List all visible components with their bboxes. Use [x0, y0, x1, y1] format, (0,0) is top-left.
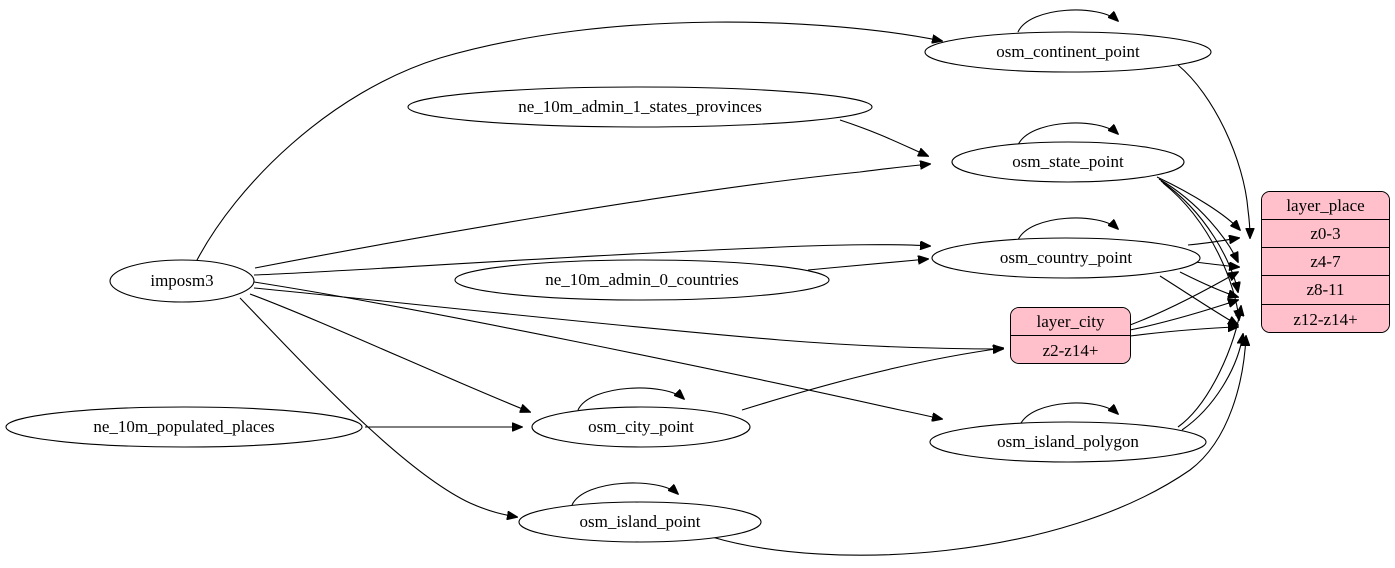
- edge-osm-city-point-to-layer-city: [741, 348, 1003, 411]
- edges-layer: [195, 9, 1250, 556]
- nodes-layer: imposm3 ne_10m_admin_1_states_provinces …: [5, 31, 1212, 543]
- layer-place-row-z8-11[interactable]: z8-11: [1262, 276, 1389, 305]
- edge-ne-admin1-to-osm-state-point: [839, 119, 928, 156]
- edge-imposm3-to-osm-island-point: [239, 297, 517, 517]
- node-layer-city[interactable]: layer_city z2-z14+: [1010, 307, 1131, 364]
- node-label-ne-admin1: ne_10m_admin_1_states_provinces: [518, 97, 762, 116]
- node-label-osm-island-polygon: osm_island_polygon: [997, 432, 1139, 451]
- layer-city-row-z2-z14[interactable]: z2-z14+: [1011, 336, 1130, 363]
- edge-imposm3-to-layer-city: [253, 287, 1003, 349]
- node-ne-10m-admin-1-states-provinces[interactable]: ne_10m_admin_1_states_provinces: [407, 86, 873, 128]
- edge-osm-island-polygon-to-layer-place-z8-11: [1177, 306, 1241, 428]
- layer-place-row-z0-3[interactable]: z0-3: [1262, 220, 1389, 248]
- node-osm-state-point[interactable]: osm_state_point: [951, 141, 1185, 183]
- node-label-osm-city-point: osm_city_point: [588, 417, 694, 436]
- edge-imposm3-to-osm-state-point: [254, 164, 930, 269]
- node-label-osm-island-point: osm_island_point: [580, 512, 701, 531]
- edge-ne-admin0-to-osm-country-point: [807, 259, 928, 271]
- edge-imposm3-to-osm-country-point: [253, 245, 930, 276]
- edge-imposm3-to-osm-city-point: [249, 293, 530, 412]
- node-ne-10m-admin-0-countries[interactable]: ne_10m_admin_0_countries: [454, 259, 830, 301]
- layer-city-header: layer_city: [1011, 308, 1130, 336]
- edge-osm-state-point-to-layer-place-z4-7: [1158, 178, 1238, 262]
- node-osm-country-point[interactable]: osm_country_point: [931, 237, 1201, 279]
- node-label-osm-state-point: osm_state_point: [1012, 152, 1124, 171]
- self-loop-osm-island-polygon: [1019, 402, 1118, 426]
- layer-place-header: layer_place: [1262, 192, 1389, 220]
- edge-osm-continent-point-to-layer-place-z0-3: [1177, 64, 1250, 238]
- node-ne-10m-populated-places[interactable]: ne_10m_populated_places: [5, 406, 363, 448]
- layer-place-row-z12-z14[interactable]: z12-z14+: [1262, 305, 1389, 332]
- edge-layer-city-to-layer-place-z8-11: [1129, 300, 1238, 331]
- node-osm-island-polygon[interactable]: osm_island_polygon: [929, 421, 1207, 463]
- edge-imposm3-to-osm-island-polygon: [253, 281, 942, 419]
- self-loop-osm-country-point: [1017, 217, 1118, 241]
- edge-layer-city-to-layer-place-z12-z14: [1129, 327, 1238, 337]
- node-label-osm-continent-point: osm_continent_point: [996, 42, 1140, 61]
- edge-osm-country-point-to-layer-place-z12-z14: [1159, 275, 1238, 325]
- node-label-osm-country-point: osm_country_point: [1000, 248, 1132, 267]
- edge-osm-state-point-to-layer-place-z8-11: [1160, 180, 1238, 292]
- node-label-ne-populated: ne_10m_populated_places: [93, 417, 274, 436]
- layer-place-row-z4-7[interactable]: z4-7: [1262, 248, 1389, 276]
- node-label-imposm3: imposm3: [150, 271, 213, 290]
- node-label-ne-admin0: ne_10m_admin_0_countries: [545, 270, 739, 289]
- node-osm-continent-point[interactable]: osm_continent_point: [924, 31, 1212, 73]
- edge-layer-city-to-layer-place-z4-7: [1129, 272, 1238, 326]
- self-loop-osm-city-point: [577, 387, 684, 411]
- node-imposm3[interactable]: imposm3: [109, 259, 255, 303]
- edge-osm-country-point-to-layer-place-z0-3: [1187, 238, 1239, 246]
- node-layer-place[interactable]: layer_place z0-3 z4-7 z8-11 z12-z14+: [1261, 191, 1390, 333]
- edge-imposm3-to-osm-continent-point: [195, 21, 942, 263]
- self-loop-osm-island-point: [571, 482, 678, 506]
- edge-osm-country-point-to-layer-place-z4-7: [1194, 261, 1239, 267]
- edge-osm-country-point-to-layer-place-z8-11: [1179, 271, 1238, 297]
- edge-osm-state-point-to-layer-place-z0-3: [1156, 176, 1240, 230]
- node-osm-city-point[interactable]: osm_city_point: [531, 406, 751, 448]
- edge-osm-island-polygon-to-layer-place-z12-z14: [1181, 334, 1243, 431]
- self-loop-osm-state-point: [1017, 122, 1118, 146]
- edge-osm-island-point-to-layer-place-z12-z14: [711, 336, 1246, 556]
- self-loop-osm-continent-point: [1017, 9, 1118, 33]
- node-osm-island-point[interactable]: osm_island_point: [518, 501, 762, 543]
